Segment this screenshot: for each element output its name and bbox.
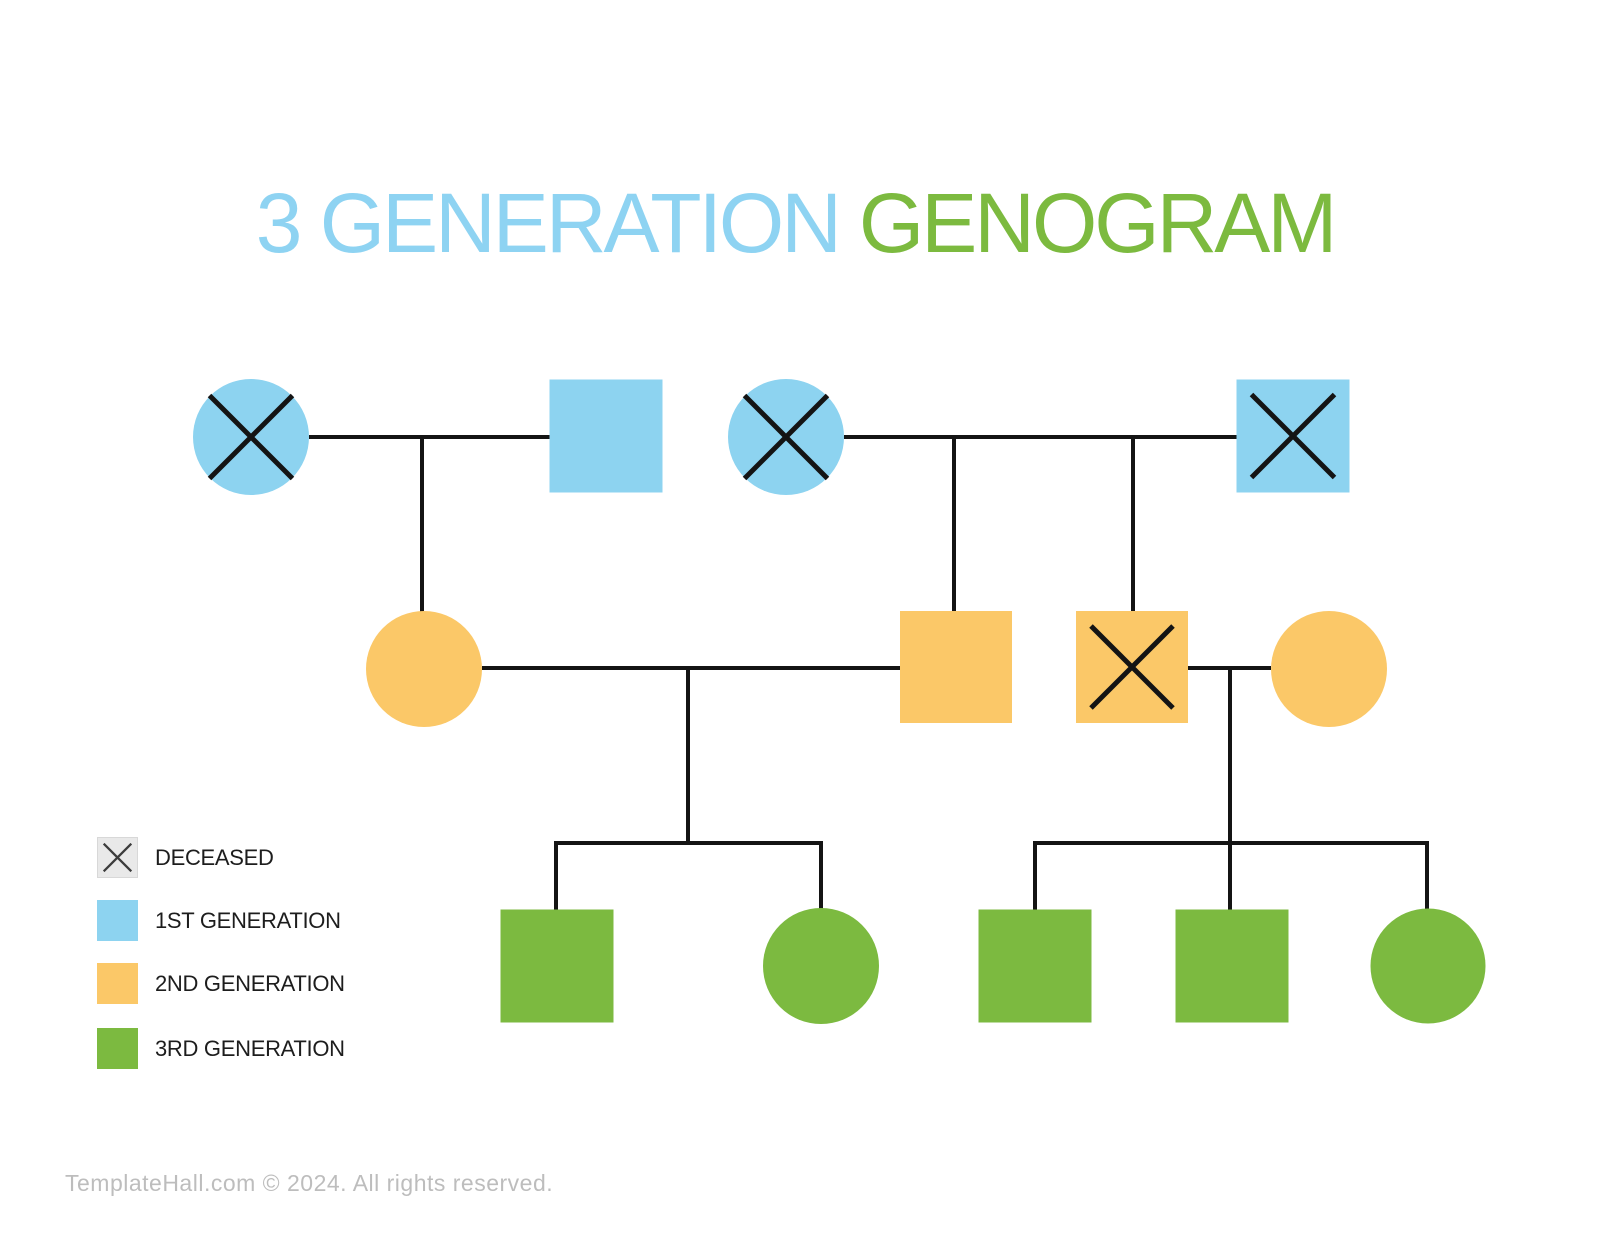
legend-label-2nd-generation: 2ND GENERATION	[155, 970, 345, 996]
gen1-grandmother-right	[728, 379, 844, 495]
gen3-son-3-shape	[1175, 909, 1289, 1023]
gen2-aunt	[1271, 611, 1387, 727]
gen3-son-2-shape	[978, 909, 1092, 1023]
gen3-son-3	[1175, 909, 1289, 1023]
first-generation-swatch-icon	[97, 900, 138, 941]
gen3-son-1	[500, 909, 614, 1023]
gen1-grandfather-left	[549, 379, 663, 493]
legend-row-1st-generation: 1ST GENERATION	[97, 900, 345, 941]
deceased-swatch-icon	[97, 837, 138, 878]
gen1-grandfather-left-shape	[549, 379, 663, 493]
third-generation-swatch-icon	[97, 1028, 138, 1069]
deceased-x-mark	[207, 393, 295, 481]
gen3-daughter-1-shape	[763, 908, 879, 1024]
gen3-daughter-1	[763, 908, 879, 1024]
gen3-sibling-bar-right	[1033, 841, 1429, 910]
gen3-daughter-2	[1370, 908, 1486, 1024]
legend-row-2nd-generation: 2ND GENERATION	[97, 963, 345, 1004]
gen1-grandmother-left	[193, 379, 309, 495]
gen2-mother	[366, 611, 482, 727]
legend-row-deceased: DECEASED	[97, 837, 345, 878]
legend-row-3rd-generation: 3RD GENERATION	[97, 1028, 345, 1069]
gen2-aunt-shape	[1271, 611, 1387, 727]
gen3-daughter-2-shape	[1370, 908, 1486, 1024]
gen3-son-1-shape	[500, 909, 614, 1023]
legend: DECEASED 1ST GENERATION 2ND GENERATION 3…	[97, 837, 345, 1069]
page-title-second-part: GENOGRAM	[858, 176, 1337, 270]
copyright-text: TemplateHall.com © 2024. All rights rese…	[65, 1170, 554, 1196]
legend-label-1st-generation: 1ST GENERATION	[155, 907, 341, 933]
legend-label-3rd-generation: 3RD GENERATION	[155, 1035, 345, 1061]
gen2-father	[900, 611, 1012, 723]
gen2-father-shape	[900, 611, 1012, 723]
deceased-x-mark	[742, 393, 830, 481]
deceased-x-icon	[102, 842, 133, 873]
gen1-grandfather-right	[1236, 379, 1350, 493]
gen2-mother-shape	[366, 611, 482, 727]
gen3-son-2	[978, 909, 1092, 1023]
page-title-first-part: 3 GENERATION	[255, 176, 842, 270]
legend-label-deceased: DECEASED	[155, 844, 274, 870]
gen3-sibling-bar-left	[554, 841, 823, 910]
deceased-x-mark	[1249, 392, 1337, 480]
gen2-uncle-deceased	[1076, 611, 1188, 723]
second-generation-swatch-icon	[97, 963, 138, 1004]
deceased-x-mark	[1089, 624, 1175, 710]
